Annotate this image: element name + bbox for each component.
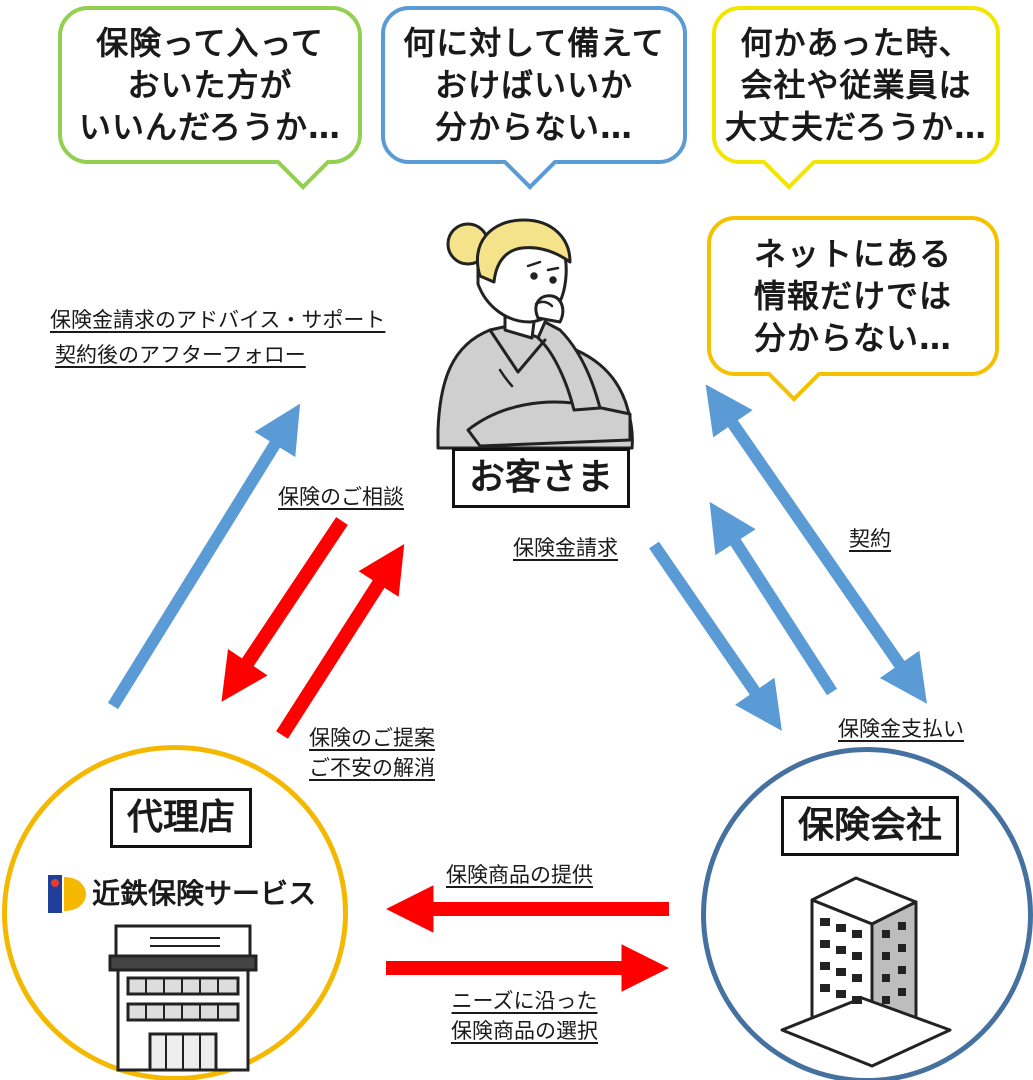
bubble-what-to-prepare: 何に対して備えて おけばいいか 分からない… [381,6,687,190]
label-select: ニーズに沿った 保険商品の選択 [451,989,598,1043]
arrow-consult [221,517,348,702]
bubble-should-i-insure: 保険って入って おいた方が いいんだろうか… [58,6,362,190]
bubble-company-safety: 何かあった時、 会社や従業員は 大丈夫だろうか… [712,6,1000,190]
label-advice: 保険金請求のアドバイス・サポート [50,308,386,332]
brand-name: 近鉄保険サービス [92,877,317,910]
label-claim: 保険金請求 [513,536,618,560]
label-payment: 保険金支払い [838,717,964,741]
label-followup: 契約後のアフターフォロー [55,343,306,367]
ki-logo-icon [46,873,88,915]
customer-label: お客さま [452,448,631,508]
label-proposal: 保険のご提案 ご不安の解消 [309,726,435,780]
label-consult: 保険のご相談 [278,485,404,509]
label-contract: 契約 [849,527,891,551]
arrow-contract [705,384,927,704]
insurer-label: 保険会社 [781,796,960,856]
arrow-proposal [276,543,405,739]
arrow-advice [107,403,301,710]
label-provide: 保険商品の提供 [446,863,593,887]
agency-label: 代理店 [110,788,253,848]
bubble-internet-info: ネットにある 情報だけでは 分からない… [707,216,999,402]
